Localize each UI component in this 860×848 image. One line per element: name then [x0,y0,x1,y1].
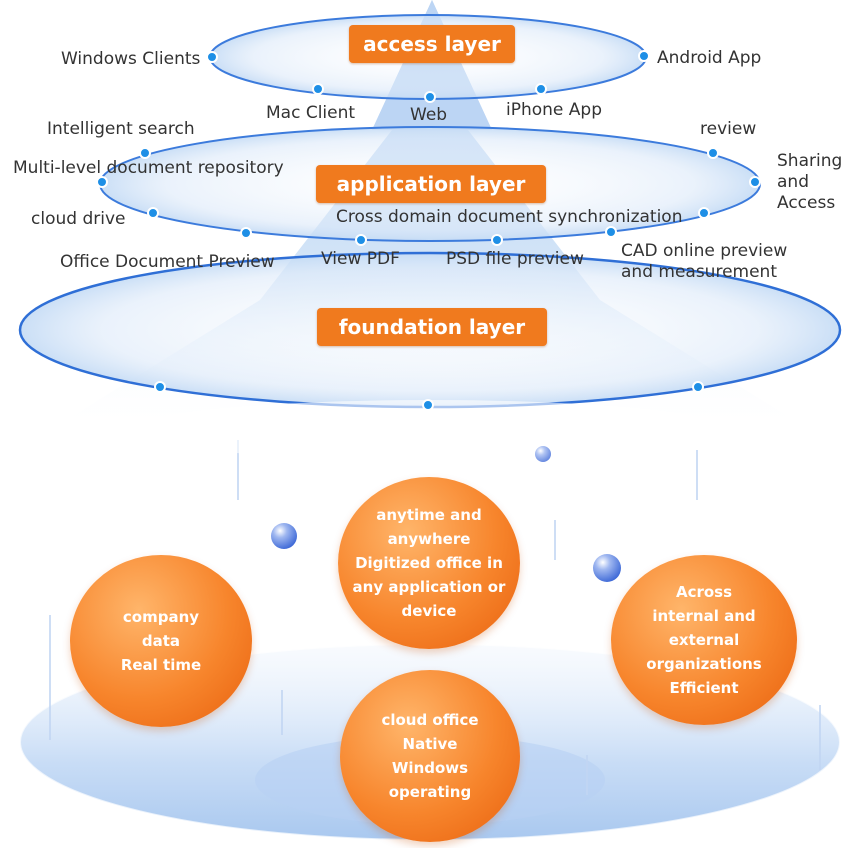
floating-sphere [271,523,297,549]
circle-across-organizations-text: Across internal and external organizatio… [646,583,762,697]
label-intelligent-search: Intelligent search [47,119,195,139]
foundation-layer-badge: foundation layer [317,308,547,346]
circle-anytime-anywhere: anytime and anywhere Digitized office in… [338,477,520,649]
label-document-repository: Multi-level document repository [13,158,284,178]
label-web: Web [410,105,448,125]
label-cross-domain-sync: Cross domain document synchronization [336,207,683,227]
circle-across-organizations: Across internal and external organizatio… [611,555,797,725]
circle-cloud-office-text: cloud office Native Windows operating [381,711,479,801]
label-windows-clients: Windows Clients [61,49,201,69]
light-lines [49,440,821,795]
label-cloud-drive: cloud drive [31,209,126,229]
access-layer-badge: access layer [349,25,515,63]
label-cad-preview: CAD online preview and measurement [621,241,788,282]
circle-anytime-anywhere-text: anytime and anywhere Digitized office in… [352,506,506,620]
circle-cloud-office: cloud office Native Windows operating [340,670,520,842]
label-sharing-access: Sharing and Access [777,151,843,213]
connector-dots [96,50,761,411]
circle-company-data: company data Real time [70,555,252,727]
floating-sphere [593,554,621,582]
label-mac-client: Mac Client [266,103,356,123]
label-android-app: Android App [657,48,762,68]
label-view-pdf: View PDF [321,249,400,269]
floating-sphere [535,446,551,462]
label-iphone-app: iPhone App [506,100,602,120]
circle-company-data-text: company data Real time [120,608,202,674]
application-layer-badge: application layer [316,165,546,203]
label-psd-preview: PSD file preview [446,249,584,269]
label-review: review [700,119,757,139]
label-office-preview: Office Document Preview [60,252,275,272]
